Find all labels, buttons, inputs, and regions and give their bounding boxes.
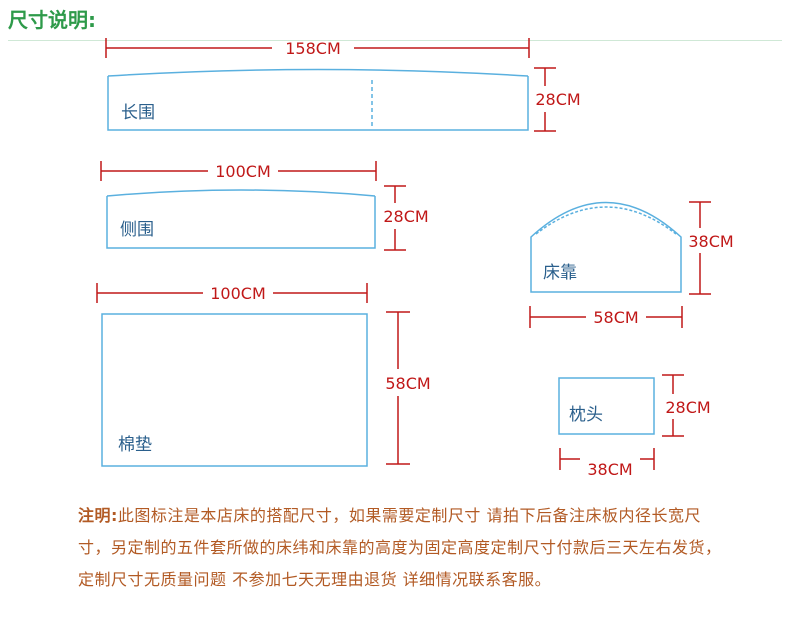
mattress-pad-width-label: 100CM — [210, 284, 266, 303]
note-paragraph: 注明:此图标注是本店床的搭配尺寸，如果需要定制尺寸 请拍下后备注床板内径长宽尺寸… — [78, 500, 728, 596]
side-rail-width-label: 100CM — [215, 162, 271, 181]
mattress-pad-height-label: 58CM — [385, 374, 430, 393]
headboard-width-label: 58CM — [593, 308, 638, 327]
headboard-name: 床靠 — [543, 263, 577, 283]
side-rail-height-label: 28CM — [383, 207, 428, 226]
title-divider — [8, 40, 782, 41]
pillow-width-label: 38CM — [587, 460, 632, 479]
side-rail-name: 侧围 — [120, 220, 154, 240]
long-rail-width-label: 158CM — [285, 39, 341, 58]
pillow-name: 枕头 — [569, 405, 603, 425]
long-rail-outline — [107, 76, 529, 131]
mattress-pad-name: 棉垫 — [118, 435, 152, 455]
note-text: 此图标注是本店床的搭配尺寸，如果需要定制尺寸 请拍下后备注床板内径长宽尺寸，另定… — [78, 506, 722, 589]
side-rail-top-edge — [106, 189, 376, 197]
pillow-height-label: 28CM — [665, 398, 710, 417]
headboard-height-label: 38CM — [688, 232, 733, 251]
note-lead: 注明: — [78, 506, 118, 525]
page-title: 尺寸说明: — [8, 8, 96, 32]
pillow-outline — [558, 377, 655, 435]
mattress-pad-outline — [101, 313, 368, 467]
long-rail-height-label: 28CM — [535, 90, 580, 109]
long-rail-name: 长围 — [121, 103, 155, 123]
long-rail-top-edge — [107, 68, 529, 77]
headboard-outline — [530, 201, 682, 293]
side-rail-outline — [106, 196, 376, 249]
headboard-ruffle-edge — [535, 206, 677, 235]
